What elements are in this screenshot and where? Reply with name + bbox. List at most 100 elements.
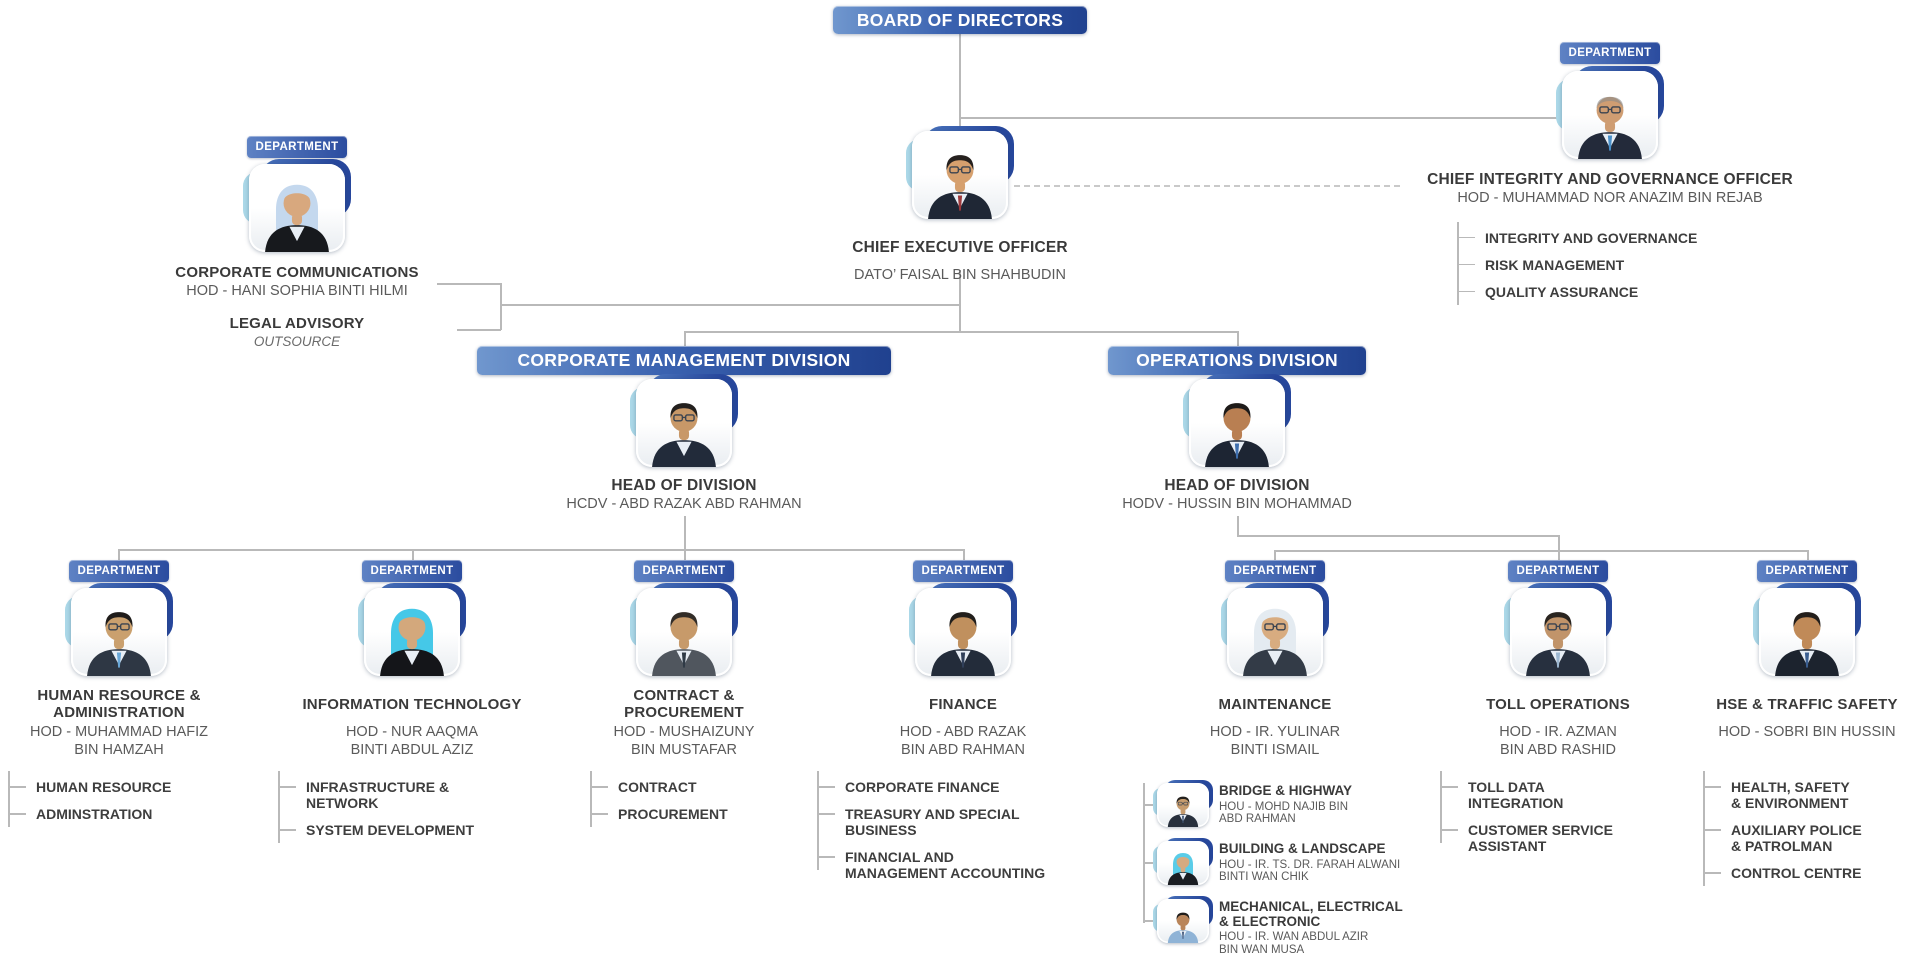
connector-line <box>118 549 964 551</box>
sub-unit-list: BRIDGE & HIGHWAY HOU - MOHD NAJIB BIN AB… <box>1143 773 1403 970</box>
unit-item: TREASURY AND SPECIAL BUSINESS <box>817 806 1045 838</box>
dept-title: HSE & TRAFFIC SAFETY <box>1716 695 1898 713</box>
photo-frame <box>1221 583 1329 676</box>
dept-node-toll-operations: DEPARTMENT TOLL OPERATIONS HOD - IR. AZM… <box>1440 560 1668 865</box>
department-badge: DEPARTMENT <box>1508 560 1608 582</box>
sub-unit-hou: HOU - MOHD NAJIB BIN ABD RAHMAN <box>1219 800 1349 826</box>
portrait-card <box>912 131 1008 219</box>
connector-line <box>1237 535 1559 537</box>
unit-item: INFRASTRUCTURE & NETWORK <box>278 779 474 811</box>
ceo-node: CHIEF EXECUTIVE OFFICER DATO’ FAISAL BIN… <box>810 126 1110 302</box>
photo-frame <box>1753 583 1861 676</box>
dept-title: MAINTENANCE <box>1218 695 1332 713</box>
dept-hod: HOD - MUHAMMAD HAFIZ BIN HAMZAH <box>29 724 208 758</box>
department-badge: DEPARTMENT <box>1560 42 1660 64</box>
photo-frame <box>630 374 738 467</box>
integrity-officer-node: DEPARTMENT CHIEF INTEGRITY AND GOVERNANC… <box>1410 42 1810 311</box>
unit-item: INTEGRITY AND GOVERNANCE <box>1457 230 1697 246</box>
dept-hod: HOD - HANI SOPHIA BINTI HILMI <box>186 283 408 299</box>
person-avatar <box>1514 592 1602 676</box>
portrait-card <box>71 588 167 676</box>
unit-item: CORPORATE FINANCE <box>817 779 1045 795</box>
person-avatar <box>75 592 163 676</box>
department-badge: DEPARTMENT <box>634 560 734 582</box>
unit-item: RISK MANAGEMENT <box>1457 257 1697 273</box>
photo-frame-small <box>1153 780 1213 827</box>
portrait-card <box>1189 379 1285 467</box>
department-badge: DEPARTMENT <box>913 560 1013 582</box>
ceo-name: DATO’ FAISAL BIN SHAHBUDIN <box>854 267 1066 283</box>
unit-item: FINANCIAL AND MANAGEMENT ACCOUNTING <box>817 849 1045 881</box>
person-avatar <box>1231 592 1319 676</box>
unit-list: HUMAN RESOURCE ADMINSTRATION <box>8 771 171 833</box>
unit-item: CUSTOMER SERVICE ASSISTANT <box>1440 822 1613 854</box>
portrait-card <box>1227 588 1323 676</box>
connector-line <box>1274 550 1276 562</box>
person-avatar <box>1763 592 1851 676</box>
sub-unit-text: BUILDING & LANDSCAPE HOU - IR. TS. DR. F… <box>1219 841 1400 884</box>
photo-frame <box>243 159 351 252</box>
photo-frame-small <box>1153 838 1213 885</box>
sub-unit-title: BRIDGE & HIGHWAY <box>1219 783 1353 798</box>
connector-line <box>684 549 686 562</box>
photo-frame <box>65 583 173 676</box>
dept-node-hse-traffic-safety: DEPARTMENT HSE & TRAFFIC SAFETY HOD - SO… <box>1697 560 1917 892</box>
dept-node-maintenance: DEPARTMENT MAINTENANCE HOD - IR. YULINAR… <box>1143 560 1403 970</box>
unit-item: HEALTH, SAFETY & ENVIRONMENT <box>1703 779 1862 811</box>
ceo-title: CHIEF EXECUTIVE OFFICER <box>852 238 1068 256</box>
sub-unit-mechanical-electrical-electronic: MECHANICAL, ELECTRICAL & ELECTRONIC HOU … <box>1143 896 1403 956</box>
sub-unit-hou: HOU - IR. WAN ABDUL AZIR BIN WAN MUSA <box>1219 931 1369 956</box>
unit-list: TOLL DATA INTEGRATION CUSTOMER SERVICE A… <box>1440 771 1613 865</box>
sub-unit-title: BUILDING & LANDSCAPE <box>1219 841 1386 856</box>
unit-item: QUALITY ASSURANCE <box>1457 284 1697 300</box>
sub-unit-bridge-highway: BRIDGE & HIGHWAY HOU - MOHD NAJIB BIN AB… <box>1143 780 1403 827</box>
legal-advisory-title: LEGAL ADVISORY <box>229 314 365 332</box>
photo-frame <box>1556 66 1664 159</box>
corporate-head-of-division-node: HEAD OF DIVISION HCDV - ABD RAZAK ABD RA… <box>534 374 834 514</box>
department-badge: DEPARTMENT <box>1757 560 1857 582</box>
dept-hod: HOD - ABD RAZAK BIN ABD RAHMAN <box>899 724 1027 758</box>
person-avatar <box>1161 845 1205 885</box>
dept-title: HUMAN RESOURCE & ADMINISTRATION <box>37 687 201 721</box>
unit-item: CONTROL CENTRE <box>1703 865 1862 881</box>
photo-frame <box>630 583 738 676</box>
connector-line <box>960 117 1563 119</box>
dept-node-human-resource-administration: DEPARTMENT HUMAN RESOURCE & ADMINISTRATI… <box>8 560 229 833</box>
portrait-card <box>1562 71 1658 159</box>
portrait-card <box>364 588 460 676</box>
connector-line <box>1237 331 1239 346</box>
unit-list: CORPORATE FINANCE TREASURY AND SPECIAL B… <box>817 771 1045 892</box>
unit-list: CONTRACT PROCUREMENT <box>590 771 728 833</box>
person-avatar <box>916 135 1004 219</box>
person-avatar <box>1161 787 1205 827</box>
connector-line <box>684 331 686 346</box>
department-badge: DEPARTMENT <box>69 560 169 582</box>
connector-line <box>1558 535 1560 562</box>
unit-list: HEALTH, SAFETY & ENVIRONMENT AUXILIARY P… <box>1703 771 1862 892</box>
sub-unit-text: MECHANICAL, ELECTRICAL & ELECTRONIC HOU … <box>1219 899 1403 956</box>
sub-unit-hou: HOU - IR. TS. DR. FARAH ALWANI BINTI WAN… <box>1219 858 1401 884</box>
corporate-communications-node: DEPARTMENT CORPORATE COMMUNICATIONS HOD … <box>147 136 447 349</box>
dept-title: CONTRACT & PROCUREMENT <box>624 687 744 721</box>
connector-line-dashed <box>1014 185 1400 187</box>
person-avatar <box>640 383 728 467</box>
dept-hod: HOD - NUR AAQMA BINTI ABDUL AZIZ <box>345 724 479 758</box>
dept-node-finance: DEPARTMENT FINANCE HOD - ABD RAZAK BIN A… <box>817 560 1073 892</box>
operations-division-banner: OPERATIONS DIVISION <box>1108 346 1366 375</box>
connector-line <box>500 304 960 306</box>
portrait-card <box>636 588 732 676</box>
connector-line <box>1274 550 1808 552</box>
legal-advisory-note: OUTSOURCE <box>253 333 341 349</box>
dept-title: FINANCE <box>928 695 998 713</box>
unit-item: ADMINSTRATION <box>8 806 171 822</box>
connector-line <box>959 34 961 134</box>
department-badge: DEPARTMENT <box>1225 560 1325 582</box>
portrait-card <box>249 164 345 252</box>
sub-unit-title: MECHANICAL, ELECTRICAL & ELECTRONIC <box>1219 899 1403 929</box>
connector-line <box>963 549 965 562</box>
portrait-card <box>1759 588 1855 676</box>
dept-hod: HOD - MUSHAIZUNY BIN MUSTAFAR <box>613 724 755 758</box>
portrait-card <box>915 588 1011 676</box>
unit-item: PROCUREMENT <box>590 806 728 822</box>
